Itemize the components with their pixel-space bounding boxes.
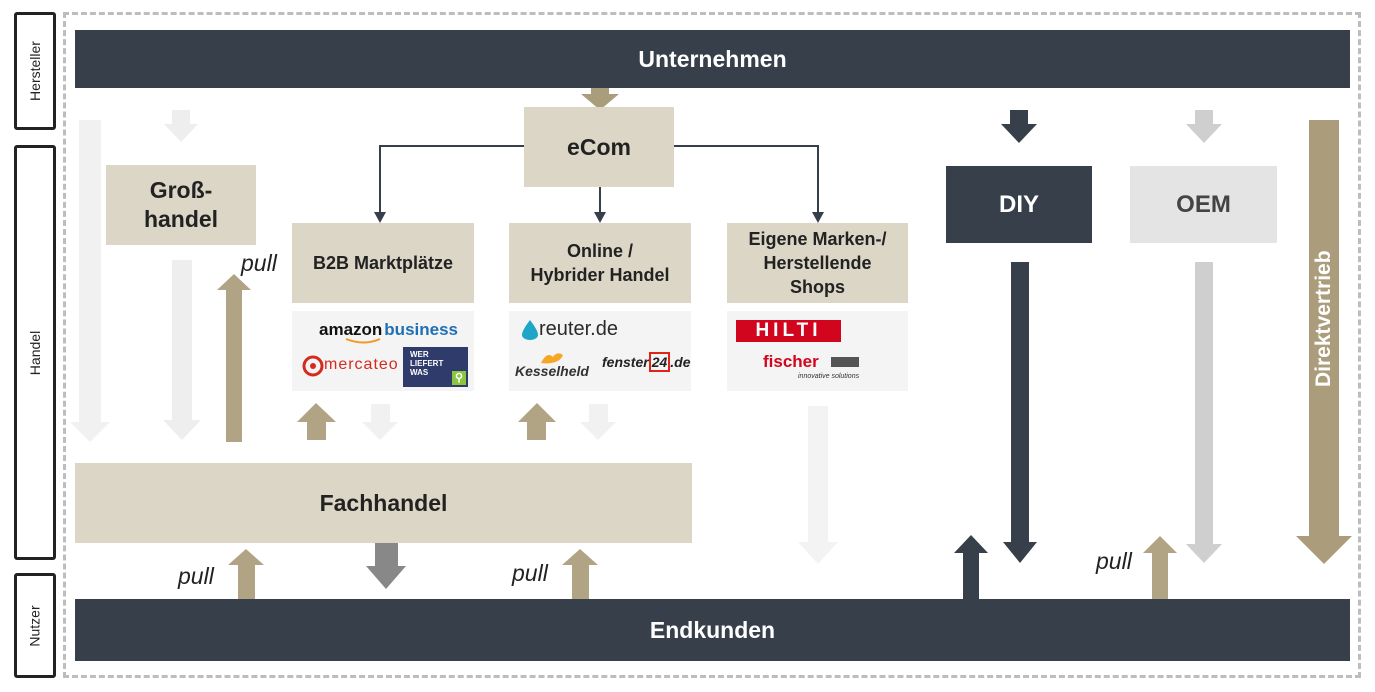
node-ecom-label: eCom bbox=[567, 133, 631, 160]
dark-arrow-diy-down bbox=[1003, 262, 1037, 563]
light-arrow-gross-top bbox=[164, 110, 198, 142]
pull-label-fachhandel-right: pull bbox=[512, 560, 548, 586]
node-online-handel: Online / Hybrider Handel bbox=[509, 223, 691, 303]
tan-arrow-direktvertrieb bbox=[1296, 120, 1352, 564]
wlw-search-icon: ⚲ bbox=[452, 371, 466, 385]
node-fachhandel: Fachhandel bbox=[75, 463, 692, 543]
wlw-logo: WER LIEFERT WAS ⚲ bbox=[403, 347, 468, 387]
wlw-line2: LIEFERT bbox=[410, 359, 444, 368]
light-arrow-gross-down bbox=[163, 260, 201, 440]
node-b2b-marktplaetze: B2B Marktplätze bbox=[292, 223, 474, 303]
node-grosshandel: Groß- handel bbox=[106, 165, 256, 245]
node-grosshandel-line2: handel bbox=[143, 206, 219, 232]
diagram-frame bbox=[63, 12, 1361, 678]
hilti-logo: HILTI bbox=[736, 320, 841, 342]
node-grosshandel-line1: Groß- bbox=[149, 177, 213, 203]
node-eigene-shops: Eigene Marken-/ Herstellende Shops bbox=[727, 223, 908, 303]
node-fachhandel-label: Fachhandel bbox=[319, 489, 448, 516]
light-arrow-online-down bbox=[580, 404, 616, 440]
node-oem-label: OEM bbox=[1176, 190, 1231, 218]
business-logo-text: business bbox=[384, 320, 458, 339]
grey-arrow-oem-top bbox=[1186, 110, 1222, 143]
fischer-tagline: innovative solutions bbox=[798, 373, 860, 380]
direktvertrieb-label: Direktvertrieb bbox=[1312, 250, 1335, 387]
light-arrow-eigene-down bbox=[798, 406, 838, 564]
dark-arrow-diy-top bbox=[1001, 110, 1037, 143]
fischer-badge-icon bbox=[831, 357, 859, 367]
mercateo-icon bbox=[302, 355, 324, 377]
light-arrow-left-1 bbox=[70, 120, 110, 442]
fenster24-c: .de bbox=[670, 354, 691, 370]
kesselheld-flame-icon bbox=[541, 353, 563, 364]
pull-label-fachhandel-left: pull bbox=[178, 563, 214, 589]
grey-arrow-oem-down bbox=[1186, 262, 1222, 563]
amazon-smile-icon bbox=[345, 338, 381, 344]
node-diy-label: DIY bbox=[998, 190, 1039, 218]
tan-arrow-b2b-up bbox=[297, 403, 336, 440]
ecom-arrowhead-online bbox=[594, 212, 606, 223]
reuter-tld: .de bbox=[590, 318, 618, 340]
sidebar-handel: Handel bbox=[14, 145, 56, 560]
ecom-arrowhead-eigene bbox=[812, 212, 824, 223]
tan-arrow-online-up bbox=[518, 403, 556, 440]
light-arrow-b2b-down bbox=[362, 404, 398, 440]
wlw-line3: WAS bbox=[410, 368, 429, 377]
fenster24-b: 24 bbox=[648, 352, 671, 372]
top-bar-unternehmen: Unternehmen bbox=[75, 30, 1350, 88]
top-bar-label: Unternehmen bbox=[638, 45, 787, 72]
tan-arrow-pull-oem bbox=[1143, 536, 1177, 611]
amazon-logo-text: amazon bbox=[319, 320, 383, 339]
ecom-arrowhead-b2b bbox=[374, 212, 386, 223]
tan-arrow-pull-gross bbox=[217, 274, 251, 442]
wlw-line1: WER bbox=[410, 350, 429, 359]
fischer-logo-text: fischer bbox=[763, 352, 819, 371]
reuter-drop-icon bbox=[522, 320, 538, 340]
sidebar-nutzer: Nutzer bbox=[14, 573, 56, 678]
node-eigene-line1: Eigene Marken-/ bbox=[748, 229, 887, 249]
node-ecom: eCom bbox=[524, 107, 674, 187]
logos-eigene: HILTI fischer innovative solutions bbox=[727, 311, 908, 391]
grey-arrow-fachhandel-down bbox=[366, 535, 406, 589]
node-b2b-label: B2B Marktplätze bbox=[312, 252, 454, 273]
pull-label-oem: pull bbox=[1096, 548, 1132, 574]
ecom-connector-lines bbox=[379, 145, 819, 214]
node-oem: OEM bbox=[1130, 166, 1277, 243]
node-eigene-line2: Herstellende bbox=[763, 253, 872, 273]
reuter-logo-text: reuter.de bbox=[539, 318, 618, 341]
bottom-bar-label: Endkunden bbox=[649, 616, 776, 643]
tan-arrow-unternehmen-ecom bbox=[581, 82, 619, 110]
pull-label-grosshandel: pull bbox=[241, 250, 277, 276]
fenster24-a: fenster bbox=[602, 354, 649, 370]
sidebar-hersteller: Hersteller bbox=[14, 12, 56, 130]
node-online-line1: Online / bbox=[566, 241, 633, 261]
node-online-line2: Hybrider Handel bbox=[530, 265, 670, 285]
kesselheld-logo-text: Kesselheld bbox=[515, 363, 589, 379]
mercateo-logo-text: mercateo bbox=[324, 356, 399, 373]
node-diy: DIY bbox=[946, 166, 1092, 243]
bottom-bar-endkunden: Endkunden bbox=[75, 599, 1350, 661]
reuter-name: reuter bbox=[539, 318, 591, 340]
node-eigene-line3: Shops bbox=[789, 277, 845, 297]
dark-arrow-endkunden-diy bbox=[954, 535, 988, 600]
